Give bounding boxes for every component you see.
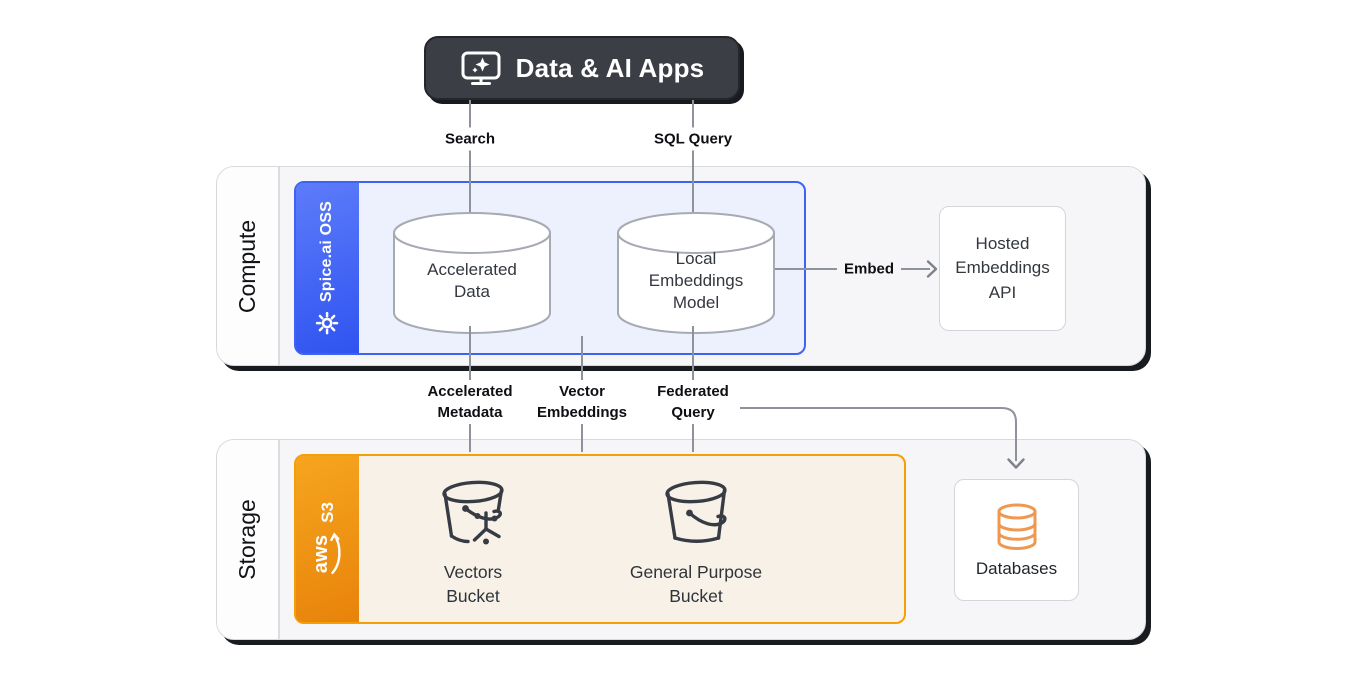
compute-divider [278, 167, 280, 365]
aws-s3-node: aws S3 [294, 454, 906, 624]
databases-label: Databases [975, 558, 1058, 578]
spice-gear-icon [316, 311, 339, 335]
hosted-embeddings-api-node: Hosted Embeddings API [939, 206, 1066, 331]
compute-section: Compute Spice.ai OSS [216, 166, 1146, 366]
bucket-vectors-icon [442, 480, 504, 545]
databases-node: Databases [954, 479, 1079, 601]
storage-divider [278, 440, 280, 639]
accelerated-data-label: Accelerated Data [427, 259, 517, 301]
general-purpose-bucket-node: General Purpose Bucket [606, 472, 786, 608]
cylinder-icon [617, 212, 775, 334]
aws-smile-icon [329, 532, 341, 575]
s3-product-label: S3 [317, 502, 337, 523]
aws-s3-sidebar: aws S3 [296, 456, 359, 622]
vectors-bucket-node: Vectors Bucket [403, 472, 543, 608]
local-embeddings-model-node: Local Embeddings Model [616, 211, 776, 335]
bucket-icon [665, 480, 727, 543]
edge-label-vector-embeddings: Vector Embeddings [529, 380, 635, 424]
monitor-sparkle-icon [461, 51, 501, 85]
edge-label-embed: Embed [836, 257, 902, 281]
hosted-embeddings-api-label: Hosted Embeddings API [955, 233, 1050, 302]
storage-section: Storage aws S3 [216, 439, 1146, 640]
compute-section-label: Compute [217, 167, 278, 365]
vectors-bucket-label: Vectors Bucket [443, 562, 503, 606]
database-icon [997, 503, 1036, 550]
spice-oss-node: Spice.ai OSS Accelerated Data [294, 181, 806, 355]
edge-label-federated-query: Federated Query [650, 380, 736, 424]
app-node-title: Data & AI Apps [515, 52, 705, 83]
local-embeddings-model-label: Local Embeddings Model [648, 248, 744, 313]
general-purpose-bucket-label: General Purpose Bucket [629, 562, 763, 606]
accelerated-data-node: Accelerated Data [392, 211, 552, 335]
storage-section-label: Storage [217, 440, 278, 639]
edge-label-search: Search [437, 127, 503, 151]
edge-label-sql-query: SQL Query [646, 127, 740, 151]
cylinder-icon [393, 212, 551, 334]
edge-label-accelerated-metadata: Accelerated Metadata [420, 380, 520, 424]
spice-oss-sidebar: Spice.ai OSS [296, 183, 359, 353]
aws-logo: aws [309, 532, 343, 576]
aws-brand-label: aws [309, 534, 332, 574]
spice-oss-label: Spice.ai OSS [318, 200, 336, 303]
data-ai-apps-node: Data & AI Apps [424, 36, 740, 100]
